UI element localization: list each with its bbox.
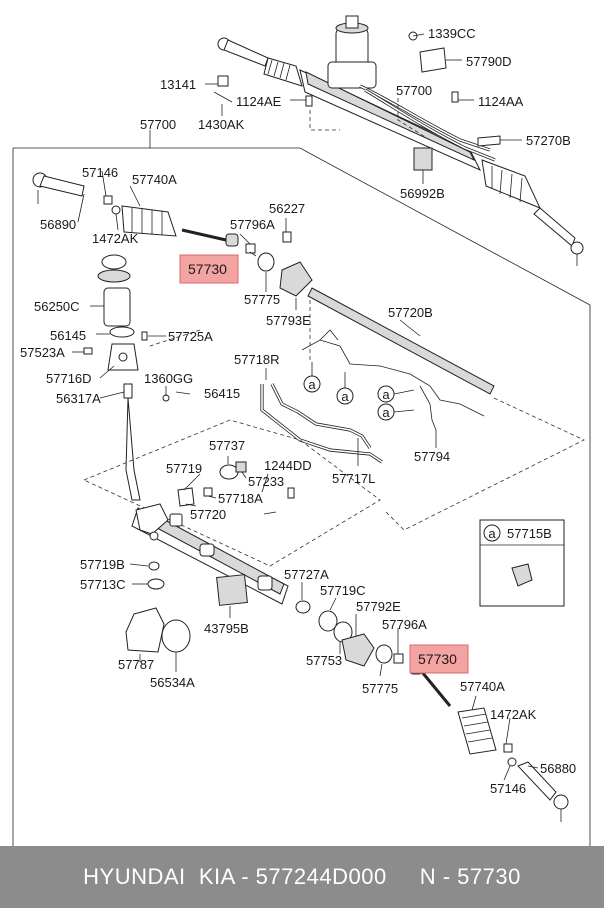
footer-part-number: HYUNDAI KIA - 577244D000 N - 57730	[83, 864, 521, 889]
label-57715b: 57715B	[507, 526, 552, 541]
label-57730-top: 57730	[188, 261, 227, 277]
label-57796a-bottom: 57796A	[382, 617, 427, 632]
label-1339cc: 1339CC	[428, 26, 476, 41]
label-56534a: 56534A	[150, 675, 195, 690]
cap-57713c	[147, 578, 165, 590]
label-1360gg: 1360GG	[144, 371, 193, 386]
label-57718a: 57718A	[218, 491, 263, 506]
wire-harness-57794	[301, 329, 485, 431]
lock-washer-bottom	[393, 653, 404, 664]
label-57523a: 57523A	[20, 345, 65, 360]
label-57796a-top: 57796A	[230, 217, 275, 232]
rack-bar-57720b	[307, 287, 495, 395]
label-57146-top: 57146	[82, 165, 118, 180]
label-57719: 57719	[166, 461, 202, 476]
label-57700-top: 57700	[396, 83, 432, 98]
label-57270b: 57270B	[526, 133, 571, 148]
inner-tie-rod-top-illustration	[181, 228, 239, 247]
bush-57727a	[295, 600, 311, 614]
label-1430ak: 1430AK	[198, 117, 245, 132]
bush-56534a	[161, 619, 191, 653]
label-56227: 56227	[269, 201, 305, 216]
bracket-57792e	[341, 633, 375, 667]
label-57740a-bottom: 57740A	[460, 679, 505, 694]
label-57730-bottom: 57730	[418, 651, 457, 667]
label-1472ak-bottom: 1472AK	[490, 707, 537, 722]
callout-a-3: a	[377, 385, 395, 403]
label-57719b: 57719B	[80, 557, 125, 572]
assembled-steering-gear-illustration	[213, 15, 584, 266]
label-57793e: 57793E	[266, 313, 311, 328]
svg-text:a: a	[308, 377, 316, 392]
cap-57719b	[148, 561, 160, 571]
lock-washer-top	[245, 243, 256, 254]
label-57725a: 57725A	[168, 329, 213, 344]
label-56250c: 56250C	[34, 299, 80, 314]
label-57737: 57737	[209, 438, 245, 453]
label-13141: 13141	[160, 77, 196, 92]
label-57713c: 57713C	[80, 577, 126, 592]
label-57718r: 57718R	[234, 352, 280, 367]
label-57700-main: 57700	[140, 117, 176, 132]
ring-bottom	[375, 644, 393, 664]
svg-text:a: a	[341, 389, 349, 404]
label-57794: 57794	[414, 449, 450, 464]
left-boot-illustration	[121, 205, 177, 237]
label-56880: 56880	[540, 761, 576, 776]
svg-text:a: a	[488, 526, 496, 541]
highlight-57730-top	[179, 254, 239, 284]
label-43795b: 43795B	[204, 621, 249, 636]
label-56145: 56145	[50, 328, 86, 343]
callout-a-1: a	[303, 375, 321, 393]
bracket-57793e	[279, 261, 313, 297]
svg-text:a: a	[382, 387, 390, 402]
rack-housing-lower-illustration	[131, 503, 289, 605]
label-57753: 57753	[306, 653, 342, 668]
nut-57718a	[203, 487, 213, 497]
highlight-57730-bottom	[409, 644, 469, 674]
pipe-57718r	[260, 383, 383, 464]
label-1124ae: 1124AE	[236, 94, 282, 109]
label-57792e: 57792E	[356, 599, 401, 614]
yoke-stack-illustration	[83, 254, 191, 501]
ring-57719c	[318, 610, 338, 632]
label-57790d: 57790D	[466, 54, 512, 69]
seal-57737	[219, 464, 239, 480]
label-56992b: 56992B	[400, 186, 445, 201]
plug-57719	[177, 487, 195, 507]
label-57233: 57233	[248, 474, 284, 489]
left-tie-rod-end-illustration	[32, 172, 121, 215]
label-57775-top: 57775	[244, 292, 280, 307]
label-57716d: 57716D	[46, 371, 92, 386]
inset-box-57715b: a	[479, 519, 565, 607]
label-57775-bottom: 57775	[362, 681, 398, 696]
label-57146-bottom: 57146	[490, 781, 526, 796]
steering-gear-exploded-diagram: a a a a	[12, 15, 591, 846]
clamp-57787	[125, 607, 165, 653]
bracket-1244dd	[263, 511, 277, 515]
plate-43795b	[216, 574, 248, 606]
label-57719c: 57719C	[320, 583, 366, 598]
right-boot-illustration	[457, 707, 497, 755]
label-1244dd: 1244DD	[264, 458, 312, 473]
label-57720: 57720	[190, 507, 226, 522]
label-56415: 56415	[204, 386, 240, 401]
label-1124aa: 1124AA	[478, 94, 524, 109]
label-56317a: 56317A	[56, 391, 101, 406]
label-57727a: 57727A	[284, 567, 329, 582]
nut-57233	[235, 461, 247, 473]
label-57720b: 57720B	[388, 305, 433, 320]
callout-a-4: a	[377, 403, 395, 421]
callout-a-2: a	[336, 387, 354, 405]
label-1472ak-top: 1472AK	[92, 231, 139, 246]
label-56890: 56890	[40, 217, 76, 232]
footer-bar: HYUNDAI KIA - 577244D000 N - 57730	[0, 846, 604, 908]
label-57717l: 57717L	[332, 471, 375, 486]
label-57740a-top: 57740A	[132, 172, 177, 187]
ring-top	[257, 252, 275, 272]
bolt-56227	[282, 231, 292, 243]
right-tie-rod-end-illustration	[517, 761, 569, 822]
svg-text:a: a	[382, 405, 390, 420]
label-57787: 57787	[118, 657, 154, 672]
